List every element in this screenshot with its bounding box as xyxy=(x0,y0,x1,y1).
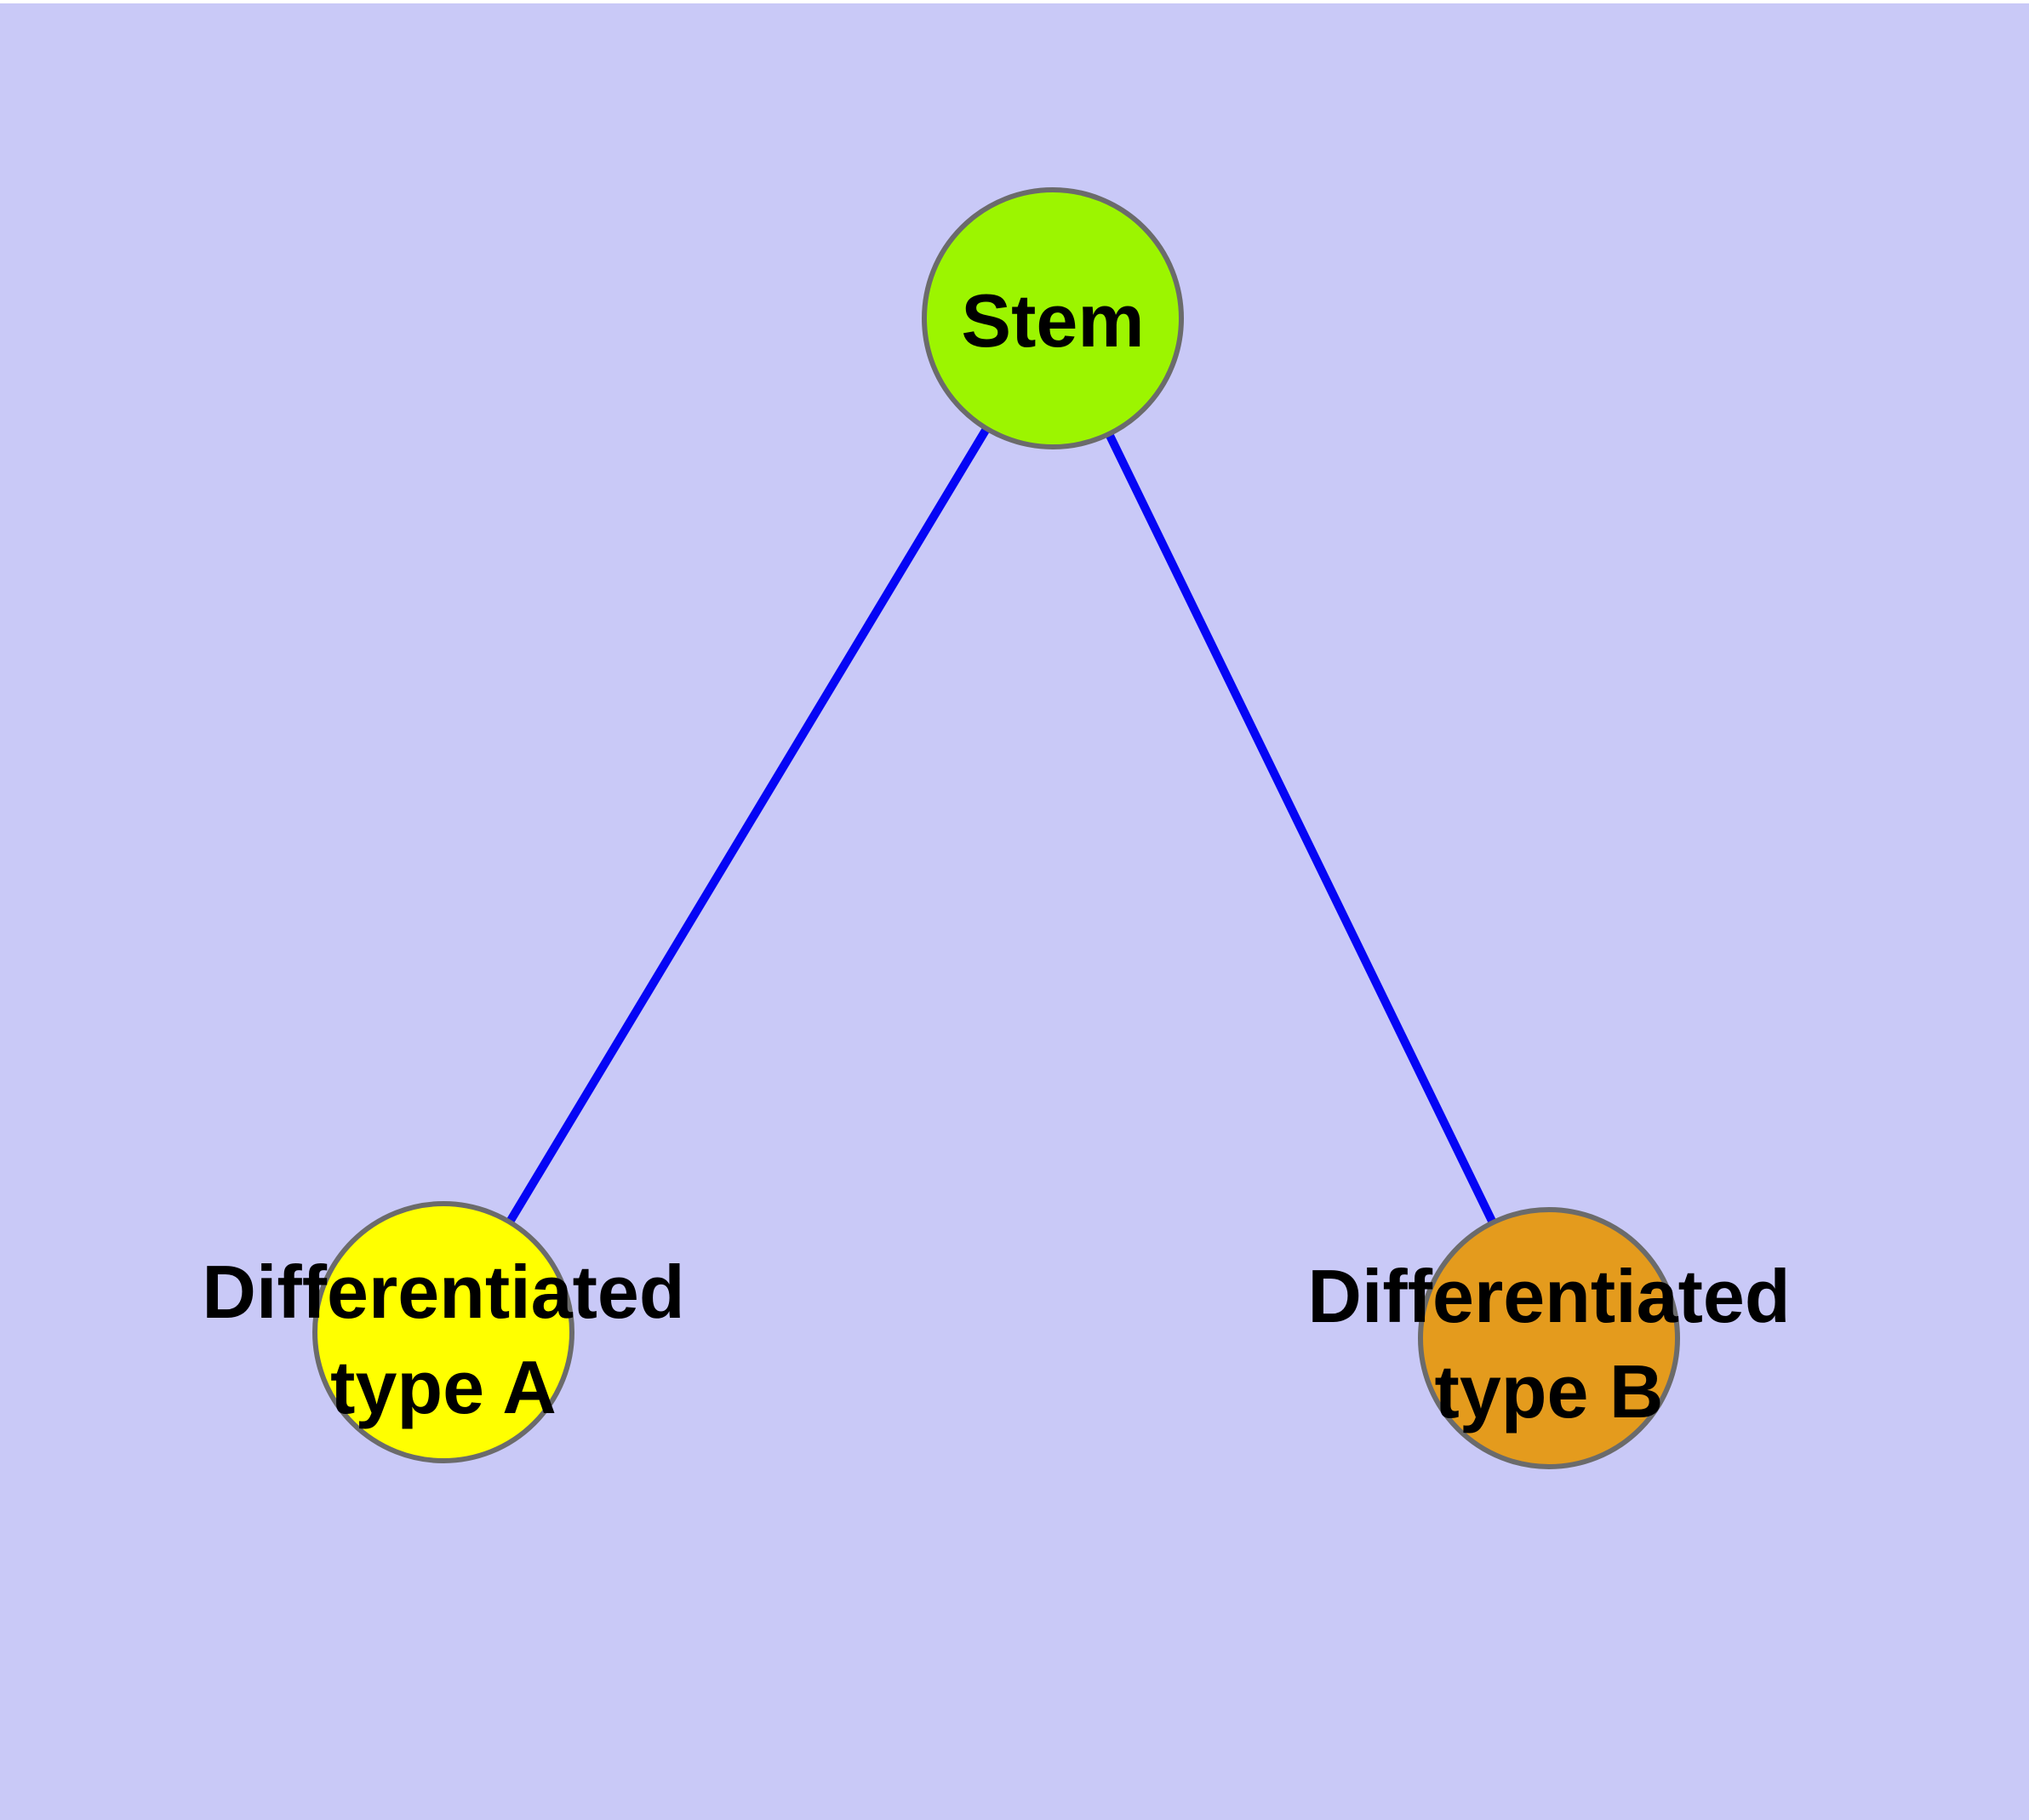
node-stem-label: Stem xyxy=(961,278,1144,363)
edge-stem-to-type-a xyxy=(439,316,1057,1335)
node-type-a-label-line2: type A xyxy=(330,1345,557,1429)
node-type-b-label-line2: type B xyxy=(1435,1349,1664,1434)
node-stem xyxy=(922,187,1184,449)
edge-stem-to-type-b xyxy=(1049,316,1553,1341)
node-type-b-label-line1: Differentiated xyxy=(1307,1254,1790,1338)
node-differentiated-type-b xyxy=(1418,1207,1680,1469)
node-differentiated-type-a xyxy=(312,1201,574,1463)
window-top-edge-strip xyxy=(0,0,2029,3)
node-type-a-label-line1: Differentiated xyxy=(202,1250,684,1334)
